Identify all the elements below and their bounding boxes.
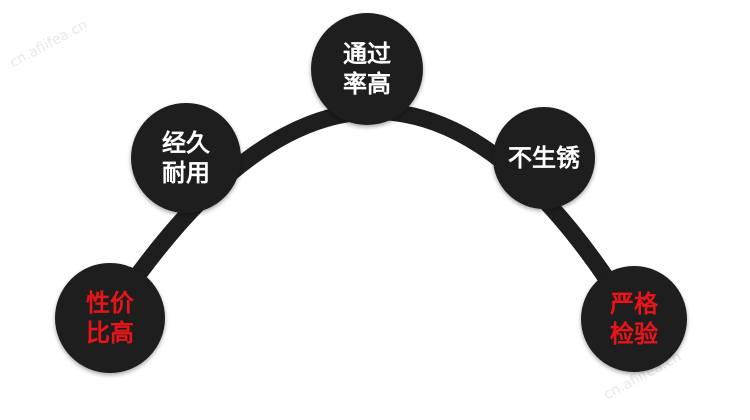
node-cost-performance-line-1: 性价 — [86, 289, 134, 317]
node-pass-rate: 通过 率高 — [311, 13, 423, 125]
node-durable: 经久 耐用 — [131, 103, 241, 213]
node-rust-free-line-1: 不生锈 — [508, 144, 580, 172]
node-durable-line-2: 耐用 — [162, 159, 210, 187]
node-rust-free: 不生锈 — [493, 107, 595, 209]
node-cost-performance: 性价 比高 — [55, 263, 165, 373]
node-strict-inspection-line-1: 严格 — [610, 290, 658, 318]
node-pass-rate-line-2: 率高 — [343, 70, 391, 98]
node-durable-line-1: 经久 — [162, 129, 210, 157]
node-strict-inspection: 严格 检验 — [581, 266, 687, 372]
node-pass-rate-line-1: 通过 — [343, 40, 391, 68]
node-cost-performance-line-2: 比高 — [86, 319, 134, 347]
node-strict-inspection-line-2: 检验 — [610, 320, 658, 348]
